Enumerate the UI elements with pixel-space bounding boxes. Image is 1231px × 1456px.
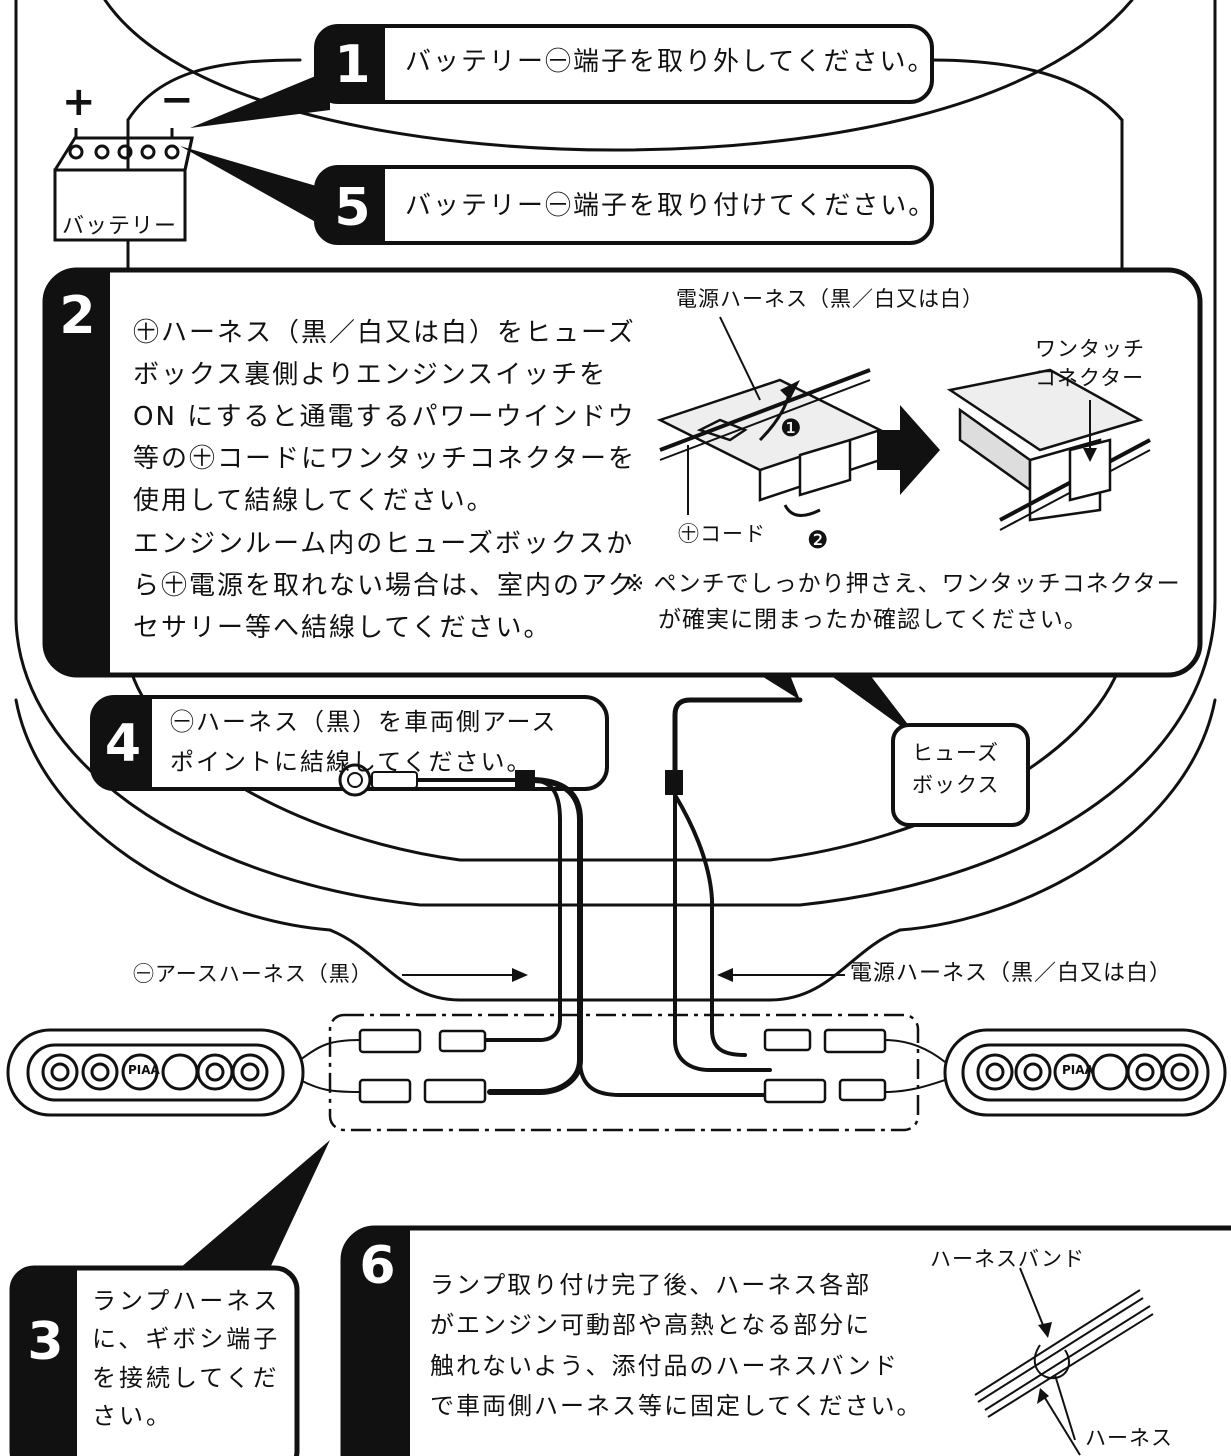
connector-note-line-2: が確実に閉まったか確認してください。 [658,607,1088,633]
step2-line: ら㊉電源を取れない場合は、室内のアク [133,570,636,601]
step3-number: 3 [27,1312,64,1372]
step2-number: 2 [59,286,96,346]
fuse-box-pointer-1 [760,675,800,700]
step6-number: 6 [359,1236,396,1296]
battery-plus-sign: + [62,79,97,125]
step2-line: 使用して結線してください。 [133,486,495,517]
step4-line: ㊀ハーネス（黒）を車両側アース [170,708,558,736]
harness-label: ハーネス [1085,1426,1173,1450]
vehicle-outline [14,0,1217,907]
step6-line: で車両側ハーネス等に固定してください。 [430,1391,923,1420]
step5-number: 5 [334,178,371,238]
windshield-arc [103,0,1134,152]
battery-label: バッテリー [62,214,178,239]
gibosi-connection-area [328,1013,920,1132]
step4-line: ポイントに結線してください。 [170,747,533,776]
power-harness-label: 電源ハーネス（黒／白又は白） [676,287,984,311]
power-harness-wire [672,697,803,773]
marker-1: ❶ [780,414,803,442]
transition-arrow [877,405,940,495]
fuse-box-label-box [891,723,1030,827]
step1-pointer [190,70,330,128]
battery-minus-sign: − [160,77,195,123]
step4-text: ㊀ハーネス（黒）を車両側アース ポイントに結線してください。 [170,703,557,782]
hood-arc [126,58,302,122]
step4-number: 4 [104,714,142,774]
fuse-box-label-1: ヒューズ [912,741,999,765]
one-touch-label-1: ワンタッチ [1035,337,1145,361]
step6-line: がエンジン可動部や高熱となる部分に [430,1311,872,1340]
one-touch-label-2: コネクター [1035,366,1145,390]
harness-band-label: ハーネスバンド [930,1247,1086,1271]
step2-line: ㊉ハーネス（黒／白又は白）をヒューズ [133,318,636,348]
right-lamp-brand: PIAA [1062,1063,1094,1077]
step3-line: さい。 [92,1402,173,1431]
left-lamp [6,1028,305,1117]
step2-line: エンジンルーム内のヒューズボックスか [133,528,635,559]
step1-text: バッテリー㊀端子を取り外してください。 [405,47,936,77]
front-bumper [328,928,902,1002]
right-lamp [943,1028,1227,1117]
step2-line: ON にすると通電するパワーウインドウ [133,402,636,433]
marker-1-arrowhead [780,380,800,400]
step3-line: を接続してくだ [92,1363,280,1392]
step2-line: 等の㊉コードにワンタッチコネクターを [133,444,636,475]
earth-harness-label: ㊀アースハーネス（黒） [133,962,373,986]
fuse-box-label-2: ボックス [912,773,1000,797]
step6-line: 触れないよう、添付品のハーネスバンド [430,1351,899,1380]
connector-closed-illustration [946,368,1151,531]
marker-2: ❷ [807,526,830,554]
connector-open-illustration [656,368,884,517]
step5-pointer [180,146,330,230]
left-lamp-brand: PIAA [128,1063,160,1077]
step3-line: に、ギボシ端子 [92,1325,281,1354]
battery-drawing [53,128,194,242]
step2-line: セサリー等へ結線してください。 [133,612,552,643]
step6-text: ランプ取り付け完了後、ハーネス各部 がエンジン可動部や高熱となる部分に 触れない… [430,1265,923,1426]
step5-text: バッテリー㊀端子を取り付けてください。 [405,191,937,221]
connector-note-line-1: ※ ペンチでしっかり押さえ、ワンタッチコネクター [625,571,1181,597]
step6-line: ランプ取り付け完了後、ハーネス各部 [430,1271,872,1299]
step2-line: ボックス裏側よりエンジンスイッチを [133,360,608,391]
step2-text: ㊉ハーネス（黒／白又は白）をヒューズ ボックス裏側よりエンジンスイッチを ON … [133,312,636,649]
step1-number: 1 [334,35,371,95]
wiring-power-harness-label: 電源ハーネス（黒／白又は白） [850,961,1173,986]
harness-band-drawing [974,1289,1154,1441]
step3-pointer [180,1140,330,1268]
step3-line: ランプハーネス [92,1287,281,1315]
step3-text: ランプハーネス に、ギボシ端子 を接続してくだ さい。 [92,1282,280,1436]
plus-cord-label: ㊉コード [678,522,766,546]
fuse-box-pointer-2 [830,675,920,740]
